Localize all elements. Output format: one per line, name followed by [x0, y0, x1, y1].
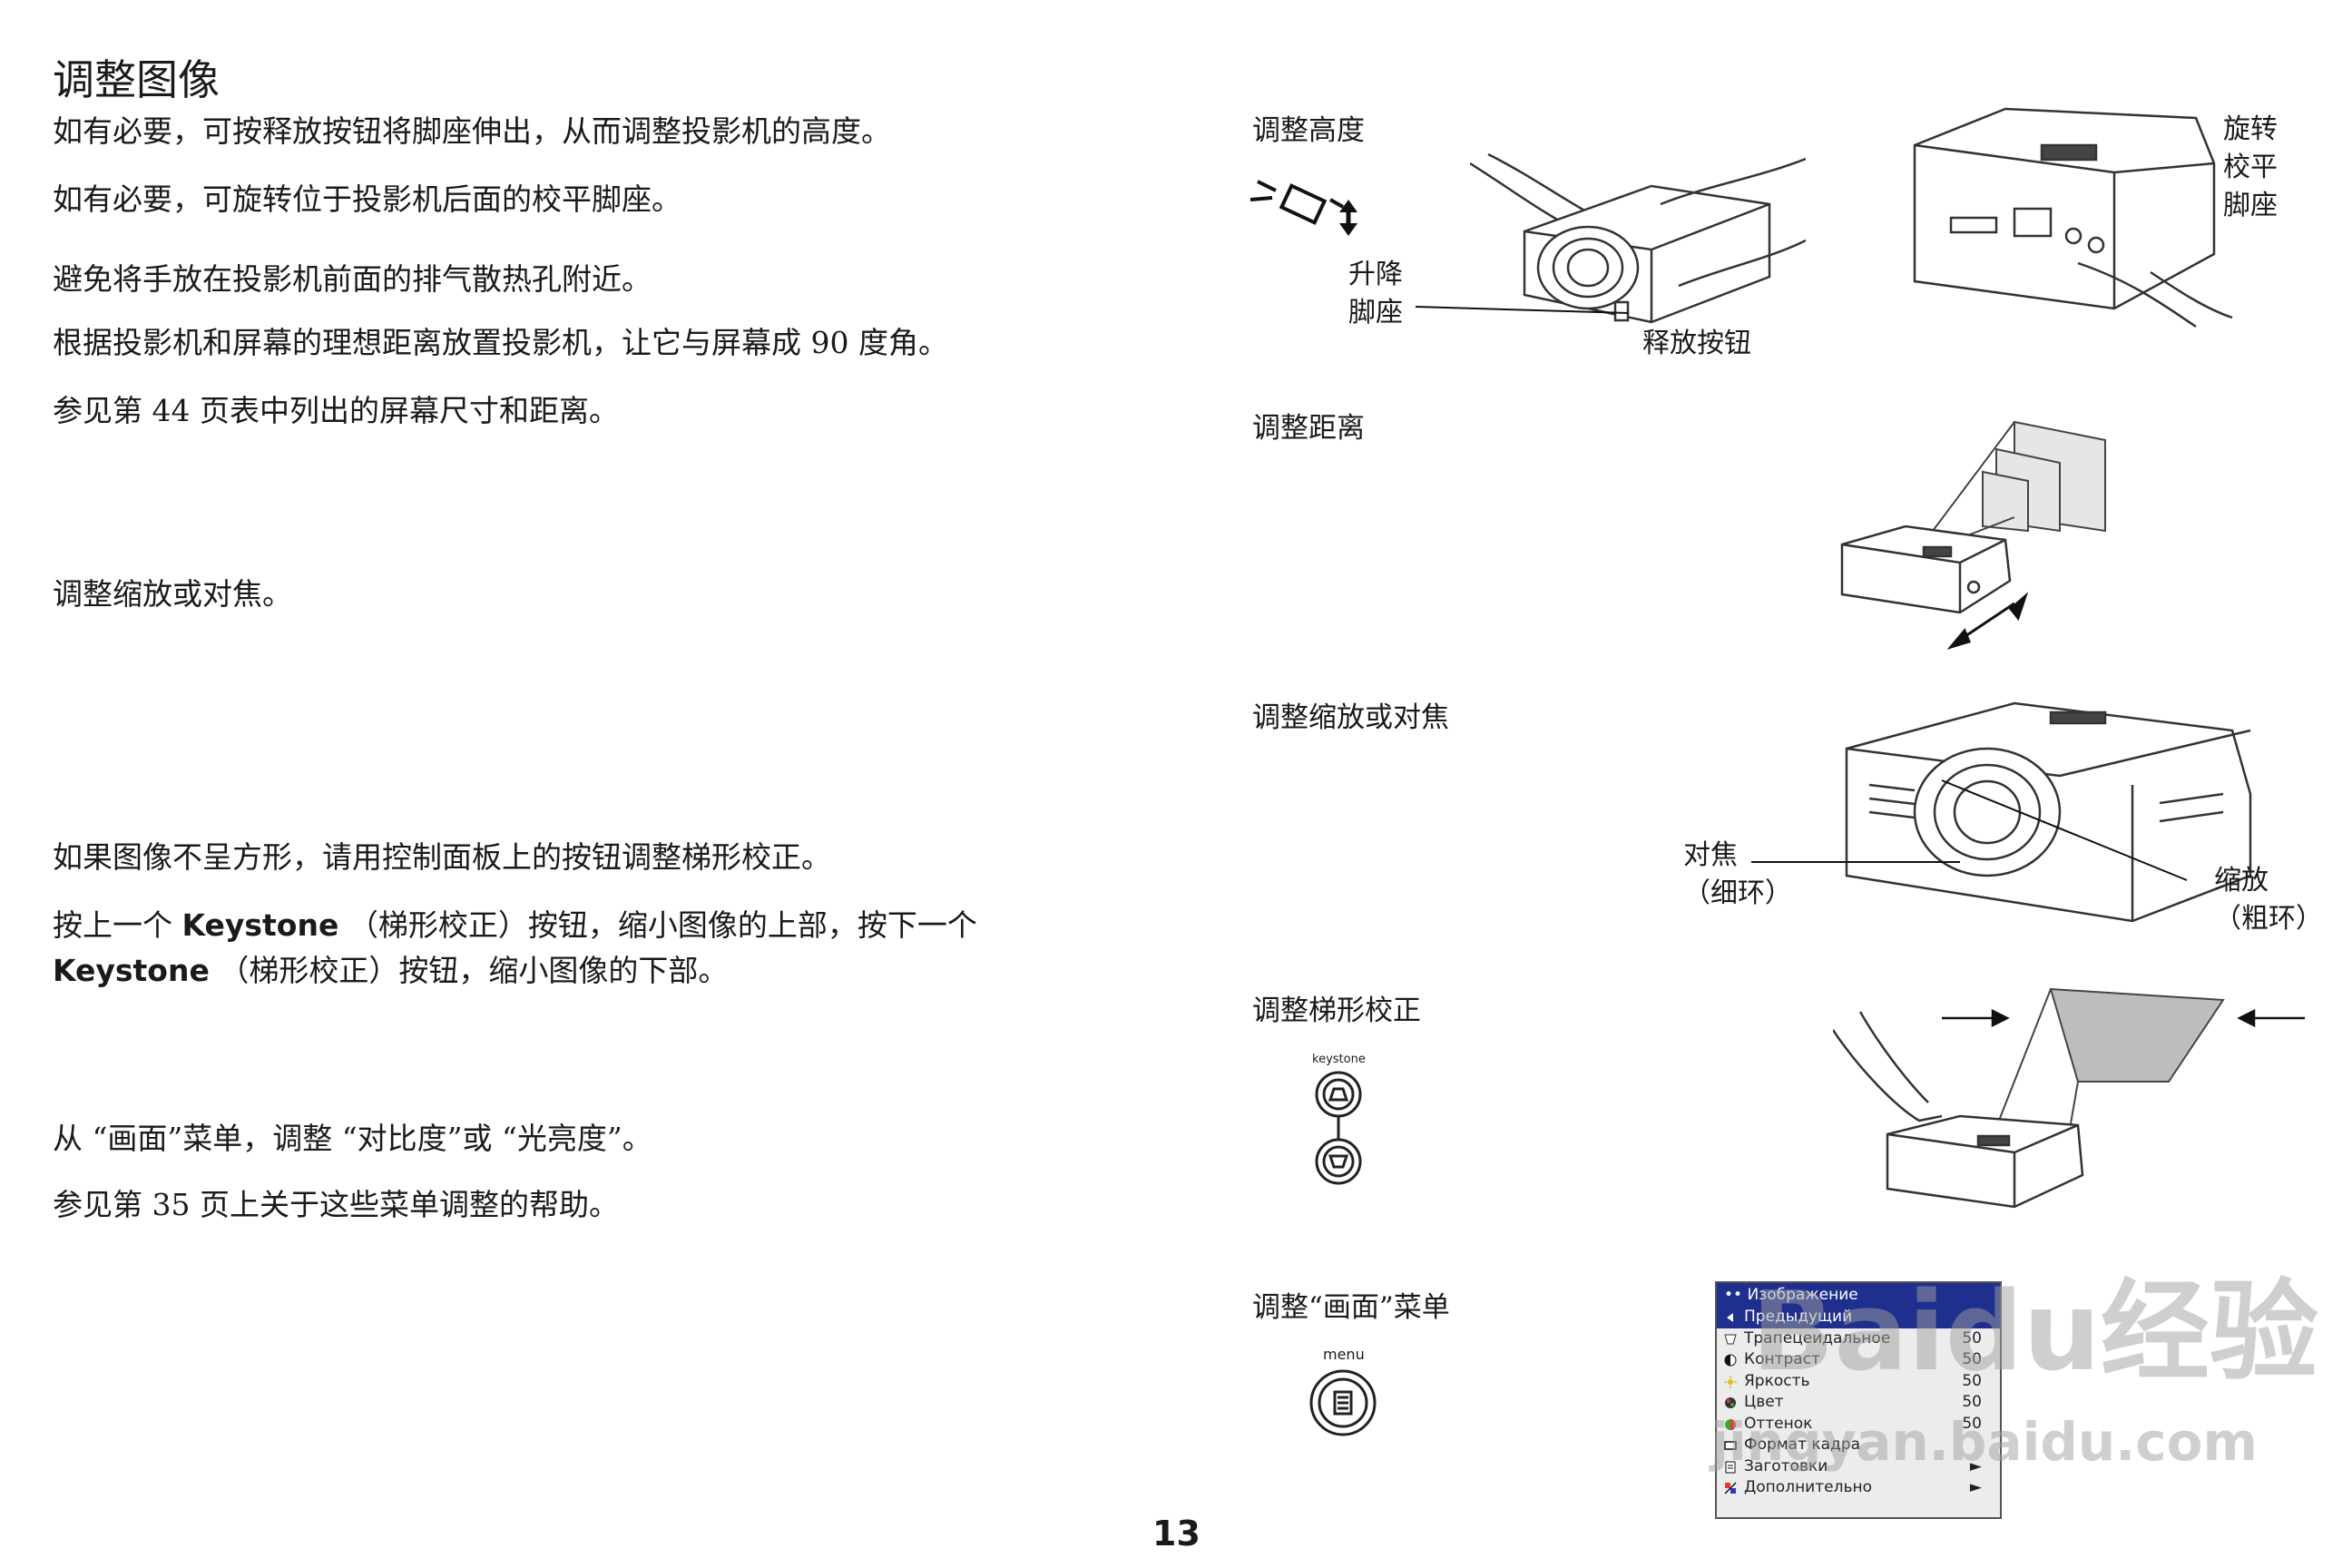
color-icon [1725, 1397, 1736, 1408]
projector-distance-illustration [1840, 420, 2106, 650]
paragraph-picture-menu: 从 “画面”菜单，调整 “对比度”或 “光亮度”。 [53, 1121, 652, 1156]
keystone-buttons-icon [1315, 1071, 1362, 1185]
osd-menu-item-back[interactable]: Предыдущий [1717, 1307, 2000, 1328]
leader-line-foot [1415, 306, 1630, 314]
figure-caption-zoom: 调整缩放或对焦 [1252, 701, 1449, 734]
paragraph-leveling-feet: 如有必要，可旋转位于投影机后面的校平脚座。 [53, 181, 681, 217]
osd-menu-item-tint[interactable]: Оттенок 50 [1717, 1414, 2000, 1436]
osd-menu-item-color[interactable]: Цвет 50 [1717, 1392, 2000, 1414]
figure-caption-menu: 调整“画面”菜单 [1252, 1291, 1450, 1324]
figure-caption-keystone: 调整梯形校正 [1252, 995, 1421, 1027]
watermark-brand: Baidu经验 [1751, 1269, 2318, 1396]
aspect-icon [1724, 1441, 1737, 1450]
projector-front-lift-illustration [1470, 152, 1806, 324]
paragraph-keystone-down: Keystone （梯形校正）按钮，缩小图像的下部。 [53, 953, 729, 988]
osd-picture-menu: •• Изображение Предыдущий Трапецеидально… [1715, 1281, 2002, 1519]
osd-menu-item-advanced[interactable]: Дополнительно ► [1717, 1477, 2000, 1499]
menu-button-label: menu [1323, 1346, 1365, 1363]
label-zoom-ring: 缩放 （粗环） [2214, 865, 2323, 935]
figure-caption-distance: 调整距离 [1252, 412, 1365, 445]
presets-icon [1725, 1461, 1736, 1473]
osd-menu-title: •• Изображение [1717, 1283, 2000, 1307]
osd-menu-item-contrast[interactable]: Контраст 50 [1717, 1349, 2000, 1371]
back-arrow-icon [1727, 1313, 1733, 1322]
page-title: 调整图像 [53, 55, 220, 104]
brightness-icon [1724, 1375, 1737, 1388]
osd-menu-item-presets[interactable]: Заготовки ► [1717, 1456, 2000, 1478]
projector-rear-leveling-illustration [1913, 107, 2233, 328]
label-focus-ring: 对焦 （细环） [1683, 839, 1792, 909]
paragraph-zoom-focus: 调整缩放或对焦。 [53, 576, 292, 612]
osd-menu-dots-icon: •• [1724, 1286, 1748, 1304]
keystone-term: Keystone [181, 907, 339, 943]
figure-caption-height: 调整高度 [1252, 114, 1365, 147]
leader-lines-focus-zoom [1751, 779, 2188, 881]
paragraph-distance: 根据投影机和屏幕的理想距离放置投影机，让它与屏幕成 90 度角。 [53, 325, 948, 360]
advanced-icon [1724, 1482, 1737, 1494]
paragraph-raise-feet: 如有必要，可按释放按钮将脚座伸出，从而调整投影机的高度。 [53, 113, 891, 149]
osd-menu-item-brightness[interactable]: Яркость 50 [1717, 1371, 2000, 1393]
paragraph-distance-ref: 参见第 44 页表中列出的屏幕尺寸和距离。 [53, 393, 619, 428]
keystone-icon [1724, 1334, 1737, 1344]
paragraph-vent-warning: 避免将手放在投影机前面的排气散热孔附近。 [53, 261, 652, 297]
paragraph-keystone-intro: 如果图像不呈方形，请用控制面板上的按钮调整梯形校正。 [53, 839, 831, 875]
label-release-button: 释放按钮 [1642, 328, 1751, 359]
label-lift-foot: 升降 脚座 [1348, 259, 1403, 328]
height-adjust-icon [1250, 180, 1357, 236]
keystone-button-label: keystone [1312, 1053, 1366, 1066]
label-rotate-leveling-foot: 旋转 校平 脚座 [2223, 113, 2278, 221]
contrast-icon [1724, 1354, 1737, 1367]
keystone-term: Keystone [53, 953, 210, 988]
paragraph-keystone-up: 按上一个 Keystone （梯形校正）按钮，缩小图像的上部，按下一个 [53, 907, 977, 943]
osd-menu-item-keystone[interactable]: Трапецеидальное 50 [1717, 1328, 2000, 1350]
watermark-url: jingyan.baidu.com [1710, 1411, 2258, 1473]
menu-button-icon [1309, 1369, 1377, 1436]
tint-icon [1725, 1418, 1736, 1430]
keystone-correction-illustration [1833, 987, 2305, 1209]
page-number: 13 [1152, 1514, 1200, 1553]
osd-menu-item-aspect[interactable]: Формат кадра [1717, 1435, 2000, 1456]
paragraph-menu-ref: 参见第 35 页上关于这些菜单调整的帮助。 [53, 1187, 619, 1222]
